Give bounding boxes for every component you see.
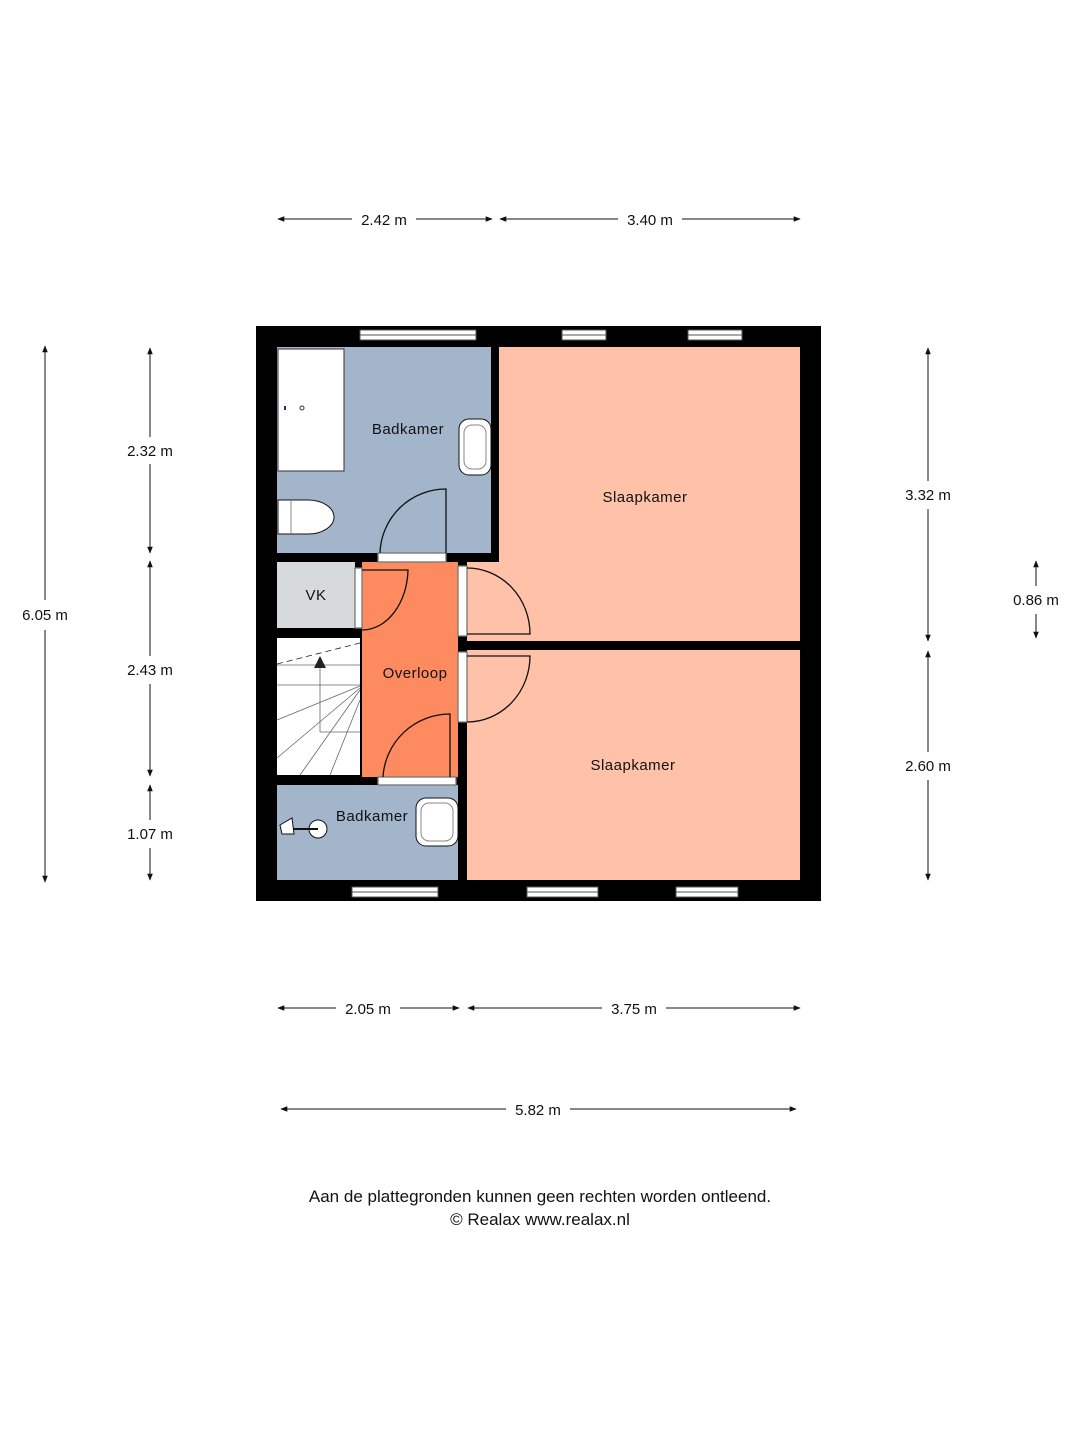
staircase xyxy=(277,638,360,775)
bathtub xyxy=(277,348,345,472)
dim-right-small: 0.86 m xyxy=(1013,592,1059,609)
dim-left-1: 2.32 m xyxy=(127,443,173,460)
sink xyxy=(458,418,492,476)
dim-top-right: 3.40 m xyxy=(627,212,673,229)
dim-bottom-left: 2.05 m xyxy=(345,1001,391,1018)
room-landing xyxy=(362,562,458,777)
dim-right-2: 2.60 m xyxy=(905,758,951,775)
toilet xyxy=(277,499,335,535)
stair-lines xyxy=(276,642,361,776)
disclaimer-text: Aan de plattegronden kunnen geen rechten… xyxy=(308,1187,772,1206)
room-storage xyxy=(277,562,355,628)
dim-bottom-right: 3.75 m xyxy=(611,1001,657,1018)
room-label-bedroom-top: Slaapkamer xyxy=(602,489,687,506)
room-label-bedroom-bottom: Slaapkamer xyxy=(590,757,675,774)
copyright-text: © Realax www.realax.nl xyxy=(450,1210,630,1229)
room-label-bathroom-bottom: Badkamer xyxy=(336,808,408,825)
dim-top-left: 2.42 m xyxy=(361,212,407,229)
doors xyxy=(354,488,531,786)
room-label-landing: Overloop xyxy=(383,665,448,682)
dim-left-3: 1.07 m xyxy=(127,826,173,843)
dim-left-2: 2.43 m xyxy=(127,662,173,679)
windows xyxy=(351,329,743,898)
room-label-bathroom-top: Badkamer xyxy=(372,421,444,438)
dim-left-total: 6.05 m xyxy=(22,607,68,624)
room-bedroom-top xyxy=(467,347,800,641)
room-label-storage: VK xyxy=(305,587,326,604)
sink xyxy=(415,797,459,847)
dim-right-1: 3.32 m xyxy=(905,487,951,504)
dim-bottom-total: 5.82 m xyxy=(515,1102,561,1119)
shower xyxy=(279,817,328,839)
dimension-lines xyxy=(42,216,1039,1112)
